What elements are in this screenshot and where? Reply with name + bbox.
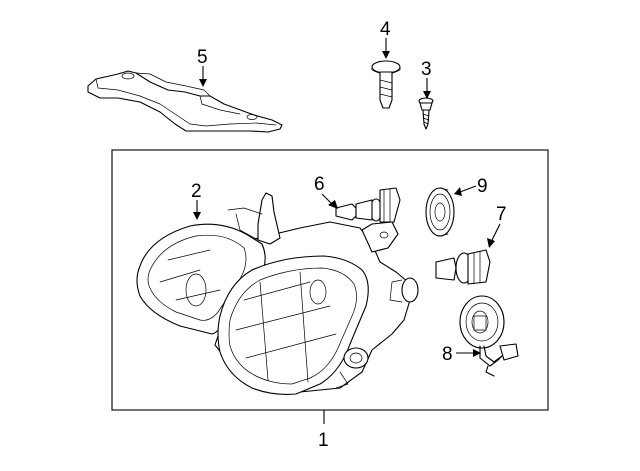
assembly-frame (111, 149, 549, 411)
part-8-socket-wire (459, 295, 519, 377)
callout-2: 2 (191, 181, 202, 202)
leader-lines (193, 38, 501, 424)
part-5-bracket (87, 70, 283, 133)
part-1-headlamp-housing (136, 192, 419, 395)
part-4-clip (371, 60, 401, 109)
callout-3: 3 (421, 59, 432, 80)
part-7-bulb-main (435, 249, 491, 285)
callout-5: 5 (197, 47, 208, 68)
callout-8: 8 (442, 344, 453, 365)
part-9-seal-cap (425, 187, 455, 237)
callout-1: 1 (318, 430, 329, 451)
callout-6: 6 (314, 174, 325, 195)
callout-9: 9 (477, 176, 488, 197)
callout-7: 7 (496, 204, 507, 225)
callout-labels: 1 2 3 4 5 6 7 8 9 (191, 19, 507, 451)
part-3-screw (418, 97, 434, 130)
part-6-bulb-side (335, 187, 401, 223)
callout-4: 4 (380, 19, 391, 40)
